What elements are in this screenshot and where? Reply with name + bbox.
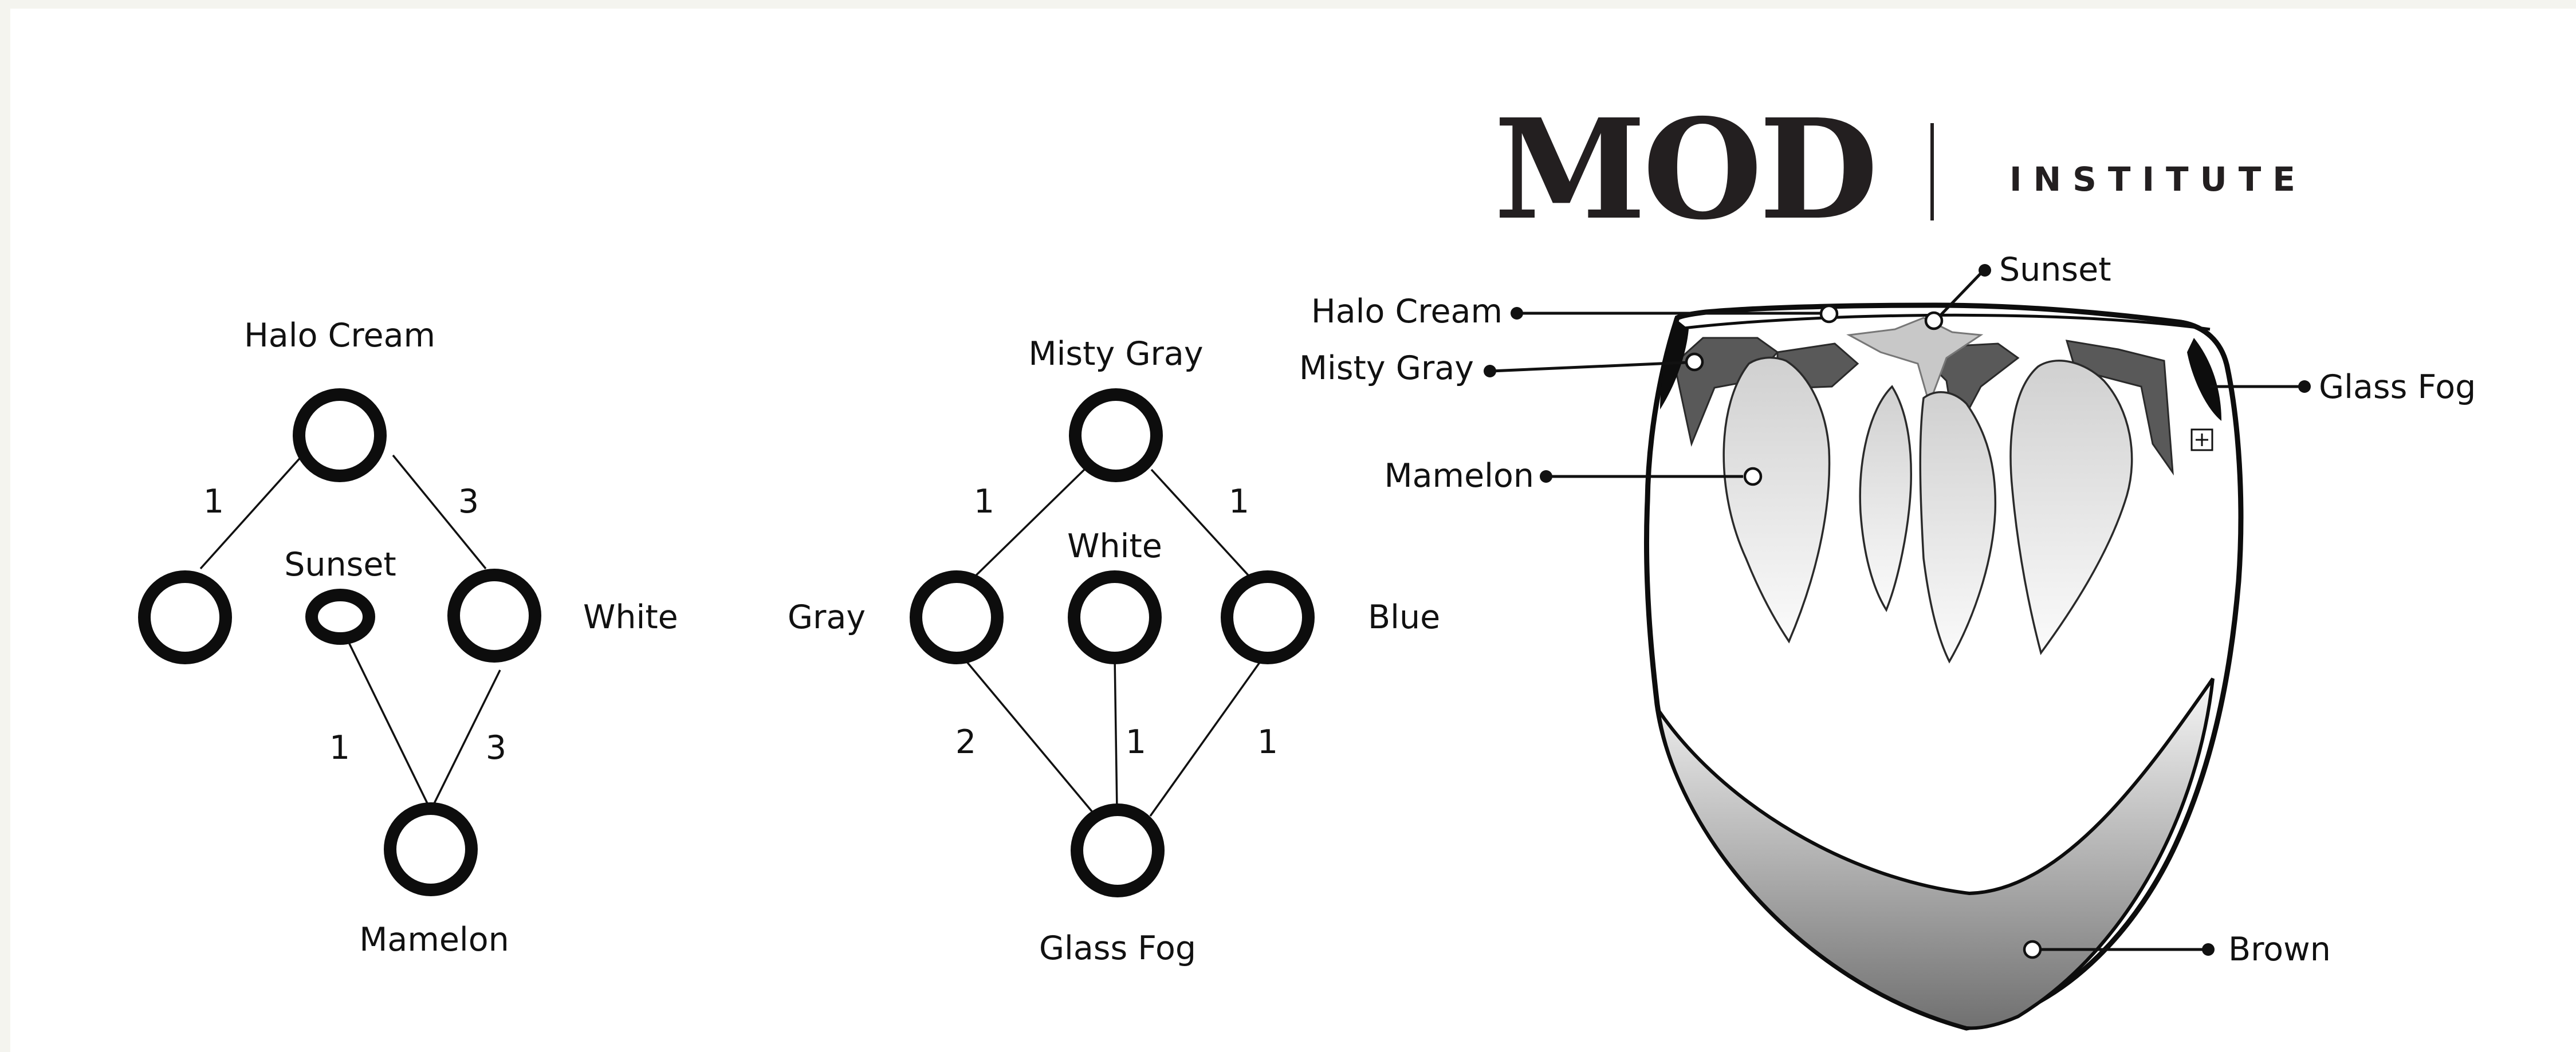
weight-center-bottom: 1 [329,729,350,767]
weight-top-left: 1 [974,483,994,521]
node-right [1227,577,1308,658]
node-left [916,577,997,658]
node-top [1075,395,1157,476]
ring-halo-cream [1821,306,1837,322]
label-bottom: Glass Fog [1039,929,1196,967]
label-left: Gray [788,598,866,636]
node-right [454,575,535,656]
diagram-svg: Halo Cream Sunset White Mamelon 1 3 1 3 … [10,9,2576,1052]
weight-left-bottom: 2 [955,723,976,761]
leader-misty-gray [1491,363,1686,371]
edge-center-bottom [1115,657,1117,810]
node-bottom [390,809,471,890]
weight-top-right: 1 [1229,483,1249,521]
ring-sunset [1926,313,1942,329]
node-left [144,577,226,658]
logo-wordmark: MOD [1494,89,1875,250]
label-brown: Brown [2228,931,2331,968]
label-misty-gray: Misty Gray [1299,349,1474,387]
edge-center-bottom [348,641,431,810]
dot-halo-cream [1511,307,1523,320]
label-top: Halo Cream [244,317,435,354]
dot-sunset [1979,264,1991,277]
diagram-canvas: Halo Cream Sunset White Mamelon 1 3 1 3 … [10,9,2576,1052]
logo-subtext: INSTITUTE [2009,160,2307,199]
dot-mamelon [1540,470,1552,483]
weight-right-bottom: 1 [1257,723,1278,761]
label-bottom: Mamelon [359,921,509,959]
weight-right-bottom: 3 [486,729,506,767]
label-center: Sunset [284,546,396,584]
middle-graph: Misty Gray Gray White Blue Glass Fog 1 1… [788,335,1440,967]
logo: MOD INSTITUTE [1494,89,2307,250]
edge-right-bottom [1150,657,1264,816]
edge-left-bottom [964,659,1096,816]
tooth-illustration [1646,305,2240,1028]
label-right: White [583,598,678,636]
weight-center-bottom: 1 [1126,723,1146,761]
node-top [299,395,380,476]
label-sunset: Sunset [1999,251,2111,289]
node-center [1074,577,1155,658]
label-halo-cream: Halo Cream [1311,293,1503,330]
ring-mamelon [1745,468,1761,484]
label-glass-fog: Glass Fog [2319,368,2476,406]
dot-brown [2202,943,2215,956]
plus-box-icon[interactable] [2192,430,2212,450]
left-graph: Halo Cream Sunset White Mamelon 1 3 1 3 [144,317,678,959]
weight-top-right: 3 [458,483,479,521]
label-right: Blue [1368,598,1440,636]
ring-brown [2024,941,2040,958]
label-top: Misty Gray [1028,335,1203,373]
dot-misty-gray [1484,365,1496,377]
weight-top-left: 1 [203,483,224,521]
node-bottom [1077,810,1158,891]
label-mamelon: Mamelon [1384,457,1534,495]
dot-glass-fog [2298,380,2311,393]
node-center [312,595,369,639]
label-center: White [1067,527,1162,565]
ring-misty-gray [1686,354,1702,370]
